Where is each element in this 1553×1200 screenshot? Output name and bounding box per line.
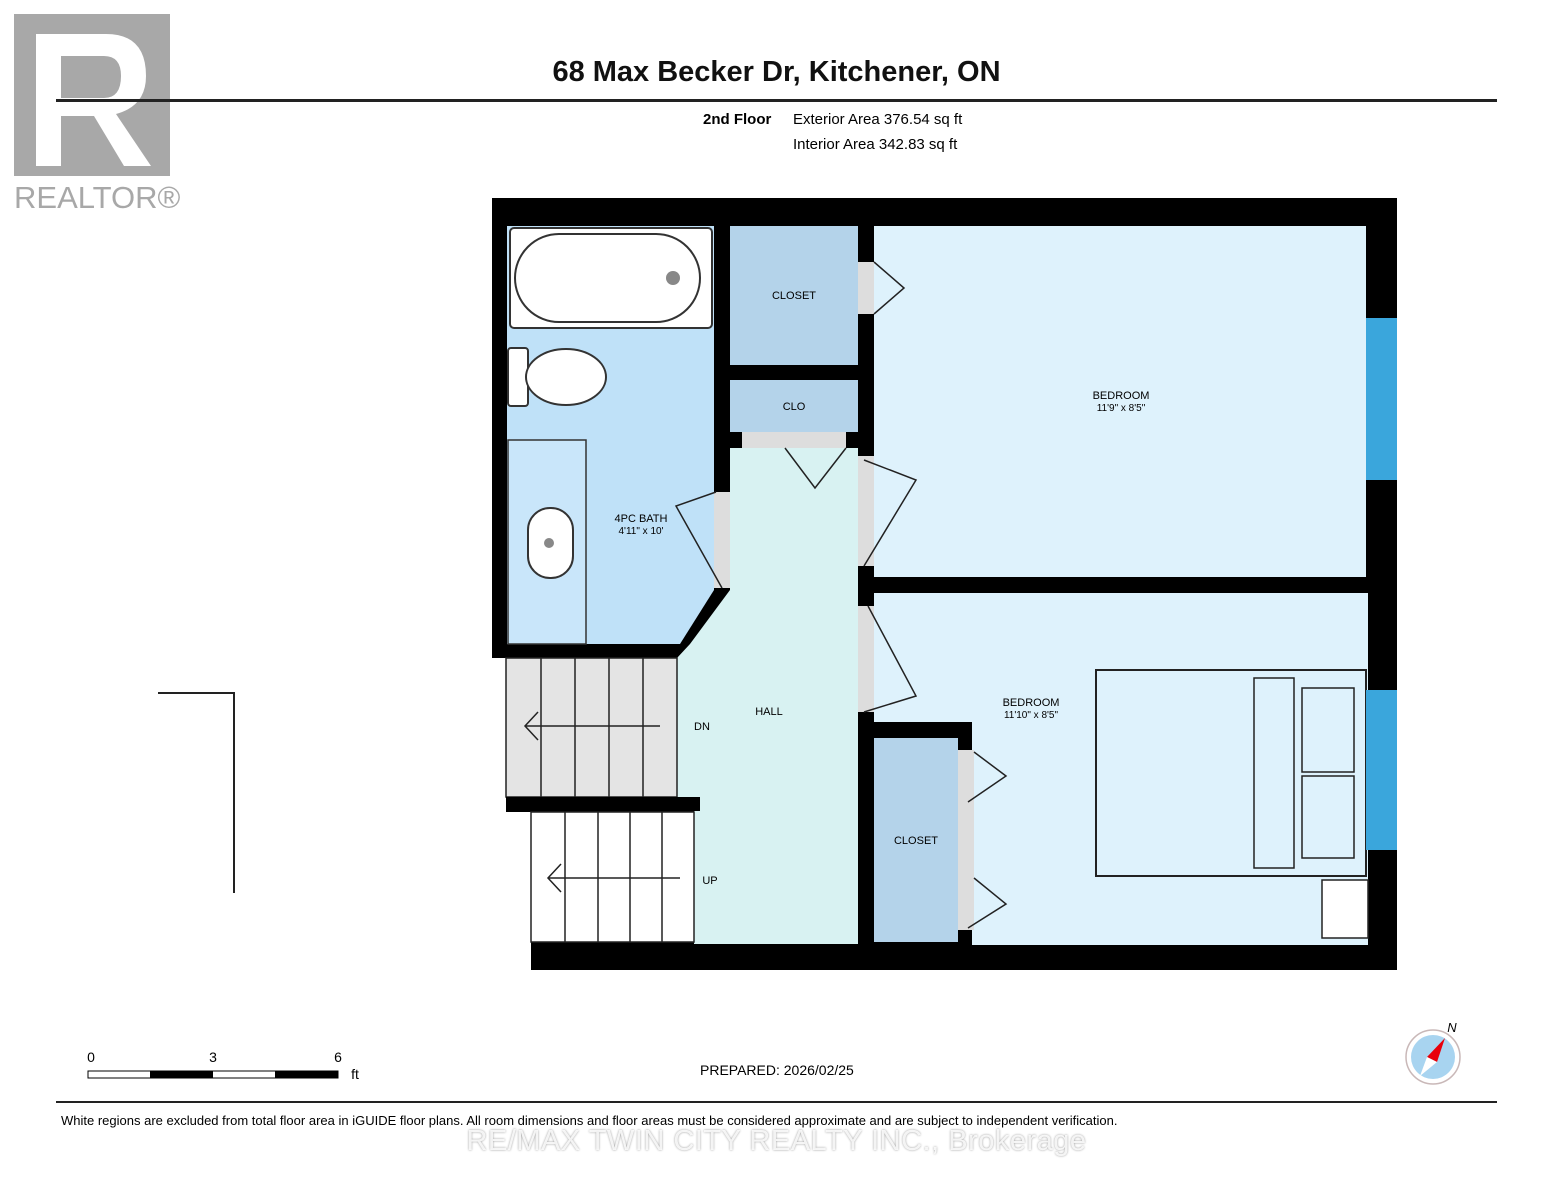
stairs-up-label: UP — [702, 875, 717, 887]
closet-bottom-name: CLOSET — [894, 835, 938, 847]
closet-top-name: CLOSET — [772, 290, 816, 302]
hall — [677, 448, 858, 944]
hall-name: HALL — [755, 706, 783, 718]
clo-room — [730, 380, 858, 432]
outline-marker — [158, 692, 235, 893]
svg-text:REALTOR®: REALTOR® — [14, 180, 181, 215]
property-address-title: 68 Max Becker Dr, Kitchener, ON — [552, 56, 1001, 88]
bedroom-1-name: BEDROOM — [1093, 390, 1150, 402]
closet-bottom — [874, 738, 958, 942]
clo-name: CLO — [783, 401, 806, 413]
brokerage-watermark: RE/MAX TWIN CITY REALTY INC., Brokerage — [466, 1125, 1087, 1157]
prepared-date: PREPARED: 2026/02/25 — [700, 1062, 854, 1078]
scale-bar: 0 3 6 ft — [87, 1049, 359, 1082]
door-swings — [674, 261, 1008, 930]
svg-text:3: 3 — [209, 1049, 217, 1065]
svg-text:0: 0 — [87, 1049, 95, 1065]
exterior-area: Exterior Area 376.54 sq ft — [793, 111, 963, 128]
bedroom-1 — [874, 226, 1366, 577]
stairs-down-label: DN — [694, 721, 710, 733]
north-compass-icon: N — [1405, 1020, 1461, 1085]
footer-divider — [56, 1101, 1497, 1103]
stairs-down — [505, 657, 678, 798]
window — [1366, 318, 1397, 480]
svg-text:N: N — [1447, 1020, 1457, 1035]
bath-dims: 4'11" x 10' — [619, 526, 664, 537]
stairs-up — [530, 811, 695, 943]
bath-name: 4PC BATH — [615, 513, 668, 525]
disclaimer: White regions are excluded from total fl… — [61, 1113, 1118, 1128]
bedroom-1-dims: 11'9" x 8'5" — [1097, 403, 1146, 414]
closet-top — [730, 226, 858, 365]
window — [1366, 690, 1397, 850]
svg-text:6: 6 — [334, 1049, 342, 1065]
svg-text:ft: ft — [351, 1066, 359, 1082]
floor-label: 2nd Floor — [703, 111, 772, 128]
bedroom-2-name: BEDROOM — [1003, 697, 1060, 709]
interior-area: Interior Area 342.83 sq ft — [793, 136, 958, 153]
bedroom-2-dims: 11'10" x 8'5" — [1004, 710, 1059, 721]
header-divider — [56, 99, 1497, 102]
nightstand-icon — [1321, 879, 1369, 939]
